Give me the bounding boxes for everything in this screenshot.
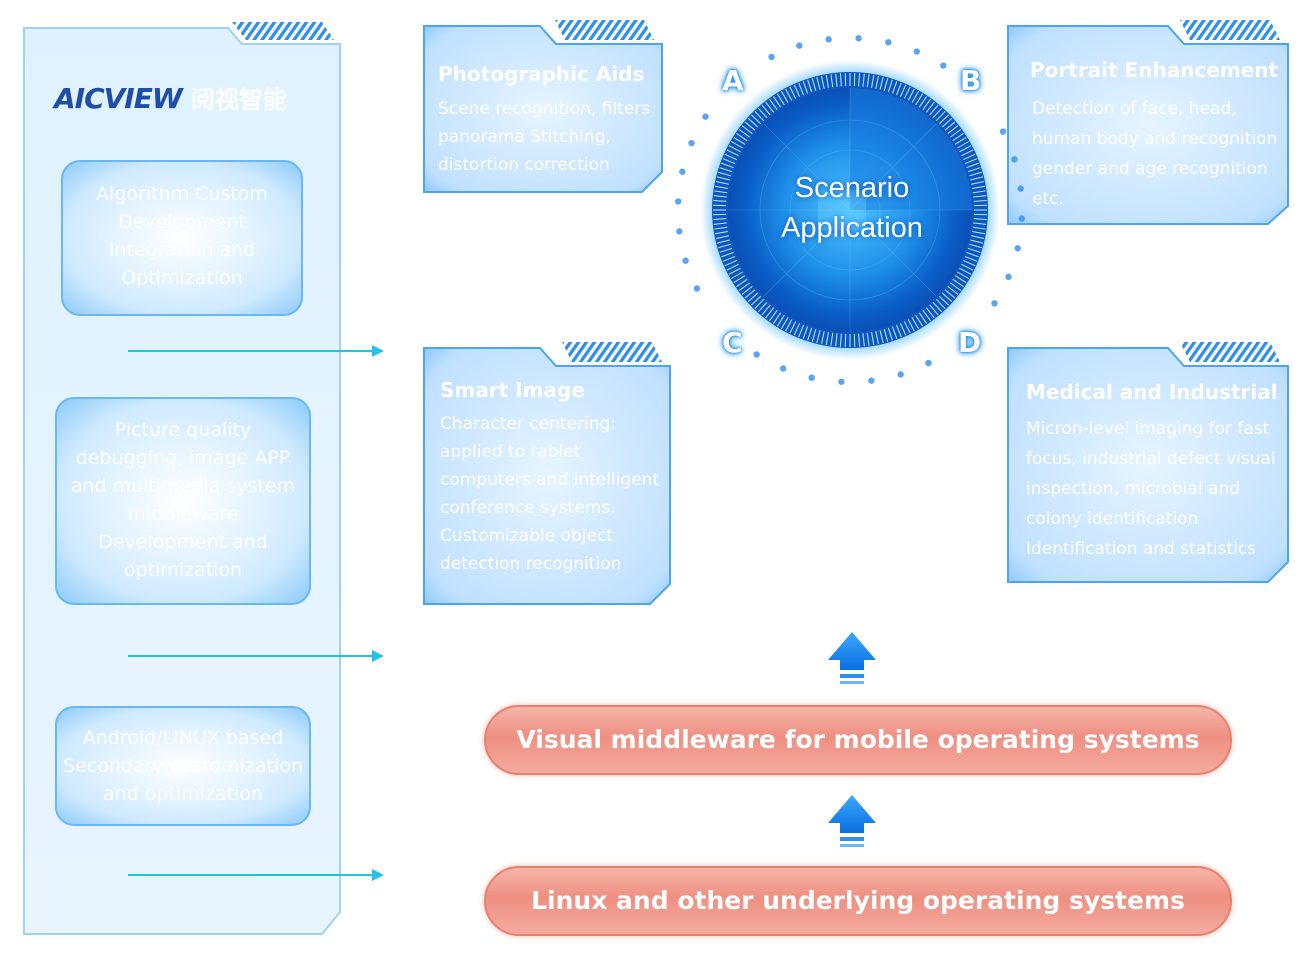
connector-arrows (128, 345, 384, 881)
disc-tick-ring (713, 73, 987, 347)
middleware-layer: Visual middleware for mobile operating s… (484, 705, 1232, 775)
card-b-title: Portrait Enhancement (1030, 58, 1279, 82)
sidebar-box-picture-quality: Picture quality debugging, image APP and… (70, 419, 296, 581)
scenario-title: Scenario Application (730, 168, 974, 248)
sidebar-box-1-bg (61, 160, 303, 316)
card-d-body: Micron-level imaging for fast focus, ind… (1026, 419, 1276, 559)
sidebar-box-android-linux: Android/LINUX based Secondary customizat… (63, 727, 303, 805)
disc-dot-ring (675, 35, 1025, 385)
card-d-title: Medical and Industrial (1026, 380, 1278, 404)
card-b-shape (1007, 20, 1289, 225)
card-c-body: Character centering: applied to tablet c… (440, 414, 660, 574)
card-d-shape (1007, 342, 1289, 583)
up-arrow-bottom (828, 795, 876, 847)
letter-b: B (960, 64, 982, 97)
scenario-line-2: Application (781, 212, 923, 244)
card-c-shape (423, 342, 671, 605)
card-a-shape (423, 20, 663, 193)
brand-logo: AICVIEW 阅视智能 (54, 80, 287, 115)
sidebar-stripe-tab (232, 22, 334, 40)
card-b-body: Detection of face, head, human body and … (1032, 99, 1278, 209)
sidebar-box-3-bg (55, 706, 311, 826)
card-a-title: Photographic Aids (438, 62, 645, 86)
card-a-body: Scene recognition, filters panorama Stit… (438, 99, 651, 175)
logo-text: AICVIEW (54, 82, 183, 115)
sidebar-box-algorithm: Algorithm Custom Development Integration… (96, 183, 268, 289)
card-c-title: Smart Image (440, 378, 585, 402)
os-layer: Linux and other underlying operating sys… (484, 866, 1232, 936)
up-arrow-top (828, 632, 876, 684)
sidebar-box-2-bg (55, 397, 311, 605)
scenario-disc (675, 35, 1025, 385)
scenario-line-1: Scenario (794, 172, 910, 204)
letter-c: C (722, 326, 743, 359)
logo-cn: 阅视智能 (190, 86, 287, 114)
sidebar-panel (23, 22, 341, 935)
letter-d: D (958, 326, 982, 359)
letter-a: A (722, 64, 744, 97)
